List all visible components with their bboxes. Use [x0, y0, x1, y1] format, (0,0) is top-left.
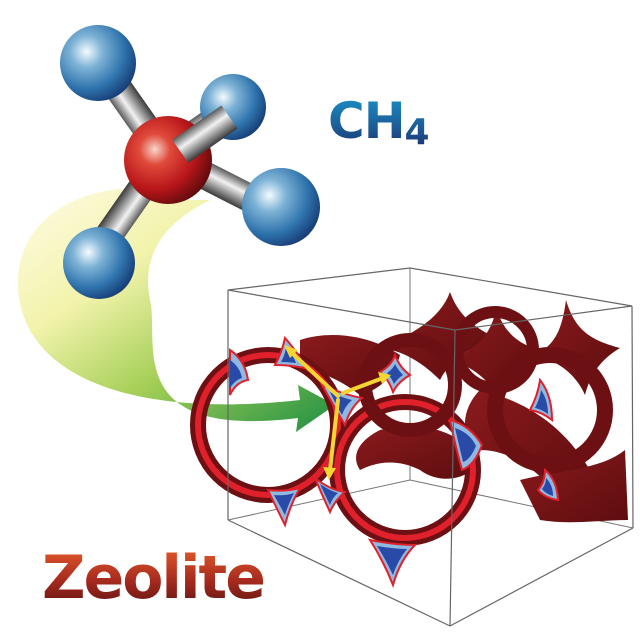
- pore-site: [312, 474, 348, 515]
- methane-molecule: [60, 25, 320, 299]
- hydrogen-atom-top-left: [60, 25, 136, 101]
- diffusion-arrows: [284, 345, 391, 480]
- pore-site: [266, 486, 303, 528]
- formula-subscript: 4: [404, 112, 429, 153]
- zeolite-framework: [190, 267, 634, 627]
- zeolite-label: Zeolite: [42, 543, 266, 613]
- pore-site: [448, 418, 484, 472]
- formula-main: CH: [328, 92, 405, 150]
- hydrogen-atom-bottom-left: [63, 227, 135, 299]
- pore-site: [229, 348, 250, 396]
- box-front-edges: [227, 267, 634, 627]
- pore-site: [528, 377, 554, 423]
- methane-formula-label: CH4: [328, 96, 429, 151]
- pore-site: [367, 538, 418, 589]
- hydrogen-atom-right: [242, 168, 320, 246]
- pore-site: [378, 351, 412, 395]
- framework-front: [190, 306, 613, 546]
- pore-site: [536, 467, 560, 502]
